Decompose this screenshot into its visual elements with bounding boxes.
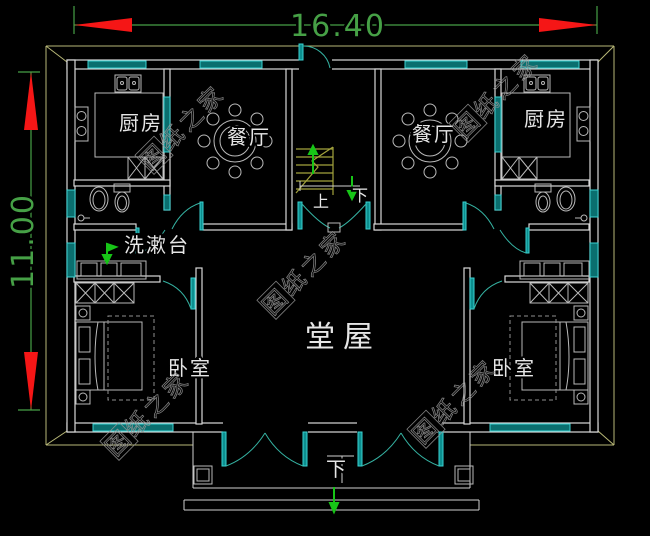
kitchen-dining-panel-left [163, 96, 171, 153]
window-dining-right [404, 60, 468, 69]
entrance-door-right [357, 431, 444, 467]
bedroom-door-left [162, 277, 196, 310]
watermark: 图纸之家 [256, 225, 353, 320]
kitchen-left-label: 厨房 [119, 111, 163, 135]
entrance-door-left [221, 431, 308, 467]
roof-outline [45, 45, 615, 446]
dimension-height-label: 11.00 [6, 193, 41, 289]
staircase [295, 143, 360, 202]
window-wash-left [66, 242, 76, 278]
bedroom-right-furniture [509, 282, 589, 405]
floor-drain-left [77, 214, 90, 222]
stair-down-arrow [346, 176, 358, 202]
watermark: 图纸之家 [406, 354, 503, 449]
stair-up-arrow [307, 143, 319, 174]
svg-text:图纸之家: 图纸之家 [101, 366, 196, 461]
kitchen-right-fixtures [501, 74, 591, 180]
washstand-counter-left [76, 260, 147, 280]
porch-column-left [193, 465, 213, 485]
dining-table-left [197, 103, 273, 179]
dining-right-label: 餐厅 [412, 122, 456, 146]
washbasin-symbol-right [556, 186, 576, 212]
entrance-down-label: 下 [326, 457, 348, 481]
kitchen-right-label: 厨房 [524, 107, 568, 131]
porch-column-right [454, 465, 474, 485]
window-bath-right [589, 189, 599, 218]
window-bath-left [66, 189, 76, 218]
window-kitchen-right [520, 60, 580, 69]
kitchen-left-fixtures [74, 74, 164, 180]
sink-symbol-right [523, 74, 551, 93]
bedroom-left-furniture [75, 282, 155, 405]
dining-table-right [392, 103, 468, 179]
bathroom-door-right [499, 227, 530, 254]
toilet-symbol-left [113, 183, 131, 213]
wardrobe-left [75, 282, 135, 304]
bed-right [509, 315, 589, 401]
stair-down-label: 下 [352, 186, 370, 205]
red-arrow-left [74, 18, 132, 32]
stove-symbol-right [576, 106, 591, 142]
kitchen-dining-panel-right [494, 96, 502, 153]
svg-text:图纸之家: 图纸之家 [258, 225, 353, 320]
dining-left-label: 餐厅 [227, 125, 271, 149]
rear-door [298, 43, 331, 69]
stair-up-label: 上 [313, 192, 331, 211]
stair-hall-double-door [297, 201, 371, 233]
bathroom-left-fixtures [77, 183, 131, 222]
marker-flag-green [101, 242, 119, 266]
stove-symbol-left [74, 106, 89, 142]
washbasin-symbol-left [89, 186, 109, 212]
watermark: 图纸之家 [99, 366, 196, 461]
floor-drain-right [575, 214, 588, 222]
porch [183, 432, 480, 515]
dining-hall-door-right [462, 201, 495, 231]
bedroom-right-label: 卧室 [492, 356, 536, 380]
cabinet-left [127, 156, 164, 180]
washstand-label: 洗漱台 [124, 233, 190, 257]
window-bedroom-left [92, 423, 174, 432]
hall-label: 堂屋 [305, 320, 381, 355]
sink-symbol-left [114, 74, 142, 93]
interior-walls [73, 68, 590, 425]
window-kitchen-left [87, 60, 147, 69]
windows [66, 60, 599, 432]
dimension-width-label: 16.40 [290, 9, 386, 44]
red-arrow-down [24, 352, 38, 410]
svg-text:图纸之家: 图纸之家 [408, 354, 503, 449]
window-wash-right [589, 242, 599, 278]
red-arrow-up [24, 72, 38, 130]
cabinet-right [501, 156, 538, 180]
bathroom-right-fixtures [534, 183, 588, 222]
wall-openings [223, 59, 442, 433]
nightstand [573, 305, 589, 405]
bed-left [75, 315, 155, 401]
room-labels: 厨房 厨房 餐厅 餐厅 洗漱台 堂屋 卧室 卧室 上 下 下 [117, 105, 568, 483]
doors [135, 43, 530, 467]
red-arrow-right [539, 18, 597, 32]
window-dining-left [199, 60, 263, 69]
wardrobe-right [529, 282, 589, 304]
window-bedroom-right [489, 423, 571, 432]
left-dimension: 11.00 [4, 71, 44, 411]
top-dimension: 16.40 [73, 6, 598, 47]
porch-down-arrow [328, 487, 340, 515]
nightstand [75, 305, 91, 405]
bathroom-door-left [135, 227, 166, 254]
washstand-counter-right [519, 260, 590, 280]
bedroom-left-label: 卧室 [168, 356, 212, 380]
toilet-symbol-right [534, 183, 552, 213]
bedroom-door-right [469, 277, 503, 310]
dining-hall-door-left [171, 201, 204, 231]
